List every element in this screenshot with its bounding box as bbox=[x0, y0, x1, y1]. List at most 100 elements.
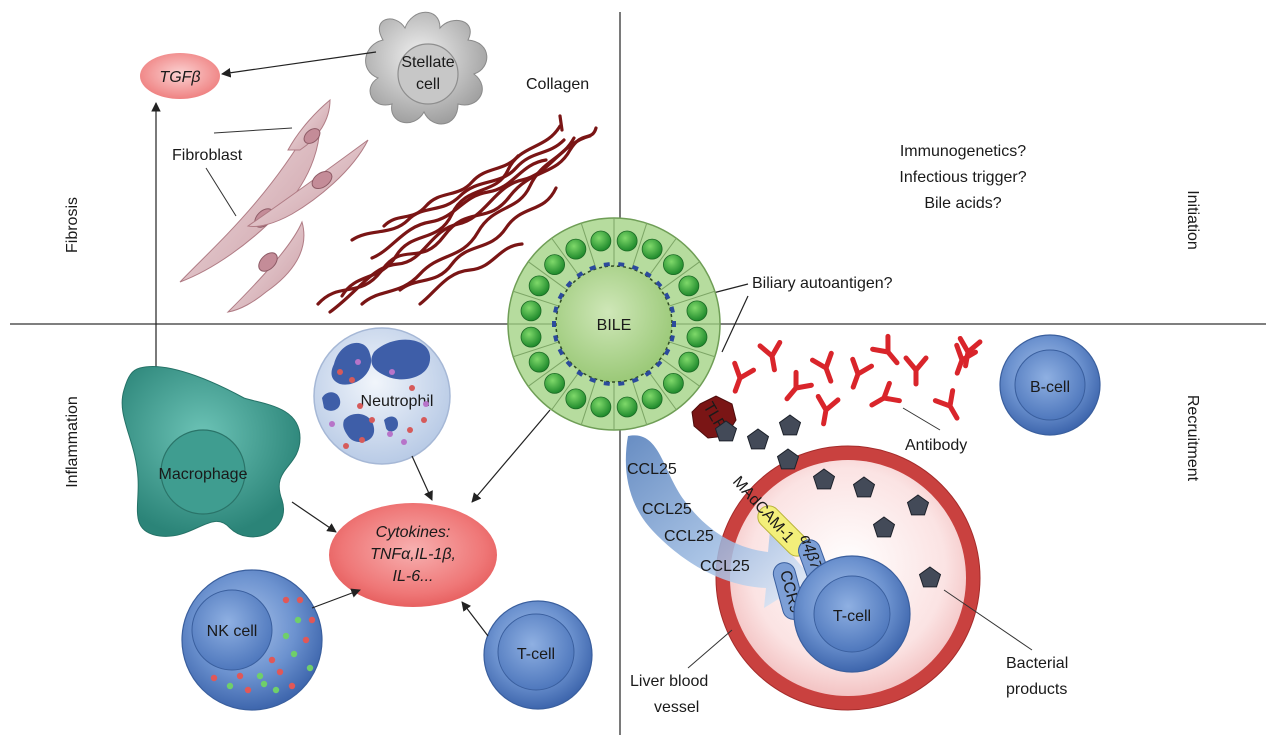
t-cell-recruitment-label: T-cell bbox=[833, 608, 871, 625]
duct-cell-border bbox=[669, 341, 715, 358]
bacterial-label-line1: Bacterial bbox=[1006, 655, 1068, 672]
granule bbox=[409, 385, 415, 391]
bacterial-label-line2: products bbox=[1006, 681, 1067, 698]
autoantigen-marker bbox=[669, 306, 675, 314]
epithelial-nucleus bbox=[616, 396, 638, 418]
antibody-label: Antibody bbox=[905, 437, 967, 454]
autoantigen-label: Biliary autoantigen? bbox=[752, 275, 893, 292]
nk-cell-label: NK cell bbox=[207, 623, 258, 640]
epithelial-nucleus bbox=[590, 230, 612, 252]
antibody bbox=[809, 350, 834, 384]
antibody bbox=[850, 356, 875, 390]
autoantigen-marker bbox=[565, 280, 573, 288]
nk-to-cytokines-arrow bbox=[311, 588, 361, 609]
autoantigen-marker bbox=[565, 360, 573, 368]
nk-granule bbox=[308, 616, 316, 624]
duct-cell-border bbox=[580, 379, 597, 425]
bacterial-pointer bbox=[943, 589, 1033, 651]
autoantigen-marker bbox=[663, 348, 671, 356]
epithelial-nucleus bbox=[662, 254, 684, 276]
antibody bbox=[870, 333, 900, 366]
vessel-pointer bbox=[687, 629, 733, 669]
antibody bbox=[932, 388, 960, 421]
autoantigen-marker bbox=[557, 348, 565, 356]
nk-granule bbox=[210, 674, 218, 682]
autoantigen-marker bbox=[603, 262, 610, 267]
tcell-to-cytokines-arrow bbox=[461, 601, 489, 637]
nk-granule bbox=[290, 650, 298, 658]
stellate-label-line1: Stellate bbox=[401, 54, 454, 71]
nk-cell: NK cell bbox=[181, 569, 323, 711]
fibroblast-cells bbox=[179, 98, 369, 313]
granule bbox=[407, 427, 413, 433]
epithelial-nucleus bbox=[641, 238, 663, 260]
quadrant-inflammation-label: Inflammation bbox=[64, 396, 81, 488]
neutrophil-label: Neutrophil bbox=[361, 393, 434, 410]
autoantigen-marker bbox=[557, 292, 565, 300]
question-infectious-trigger: Infectious trigger? bbox=[899, 169, 1026, 186]
cytokines-label-line2: TNFα,IL-1β, bbox=[370, 546, 456, 563]
antibody-shape bbox=[784, 369, 814, 402]
granule bbox=[421, 417, 427, 423]
macrophage: Macrophage bbox=[121, 366, 301, 538]
neutrophil: Neutrophil bbox=[313, 327, 451, 465]
antibody-shape bbox=[903, 355, 929, 387]
autoantigen-marker bbox=[576, 370, 584, 377]
antibody bbox=[732, 360, 757, 394]
nk-granule bbox=[236, 672, 244, 680]
epithelial-nucleus bbox=[678, 275, 700, 297]
epithelial-nucleus bbox=[528, 351, 550, 373]
antibodies bbox=[732, 333, 983, 427]
macrophage-label: Macrophage bbox=[159, 466, 248, 483]
antibody bbox=[869, 380, 902, 408]
nk-granule bbox=[306, 664, 314, 672]
quadrant-recruitment-label: Recruitment bbox=[1184, 395, 1201, 482]
duct-cell-border bbox=[647, 370, 677, 411]
nk-granule bbox=[288, 682, 296, 690]
duct-cell-border bbox=[527, 261, 568, 291]
duct-cell-border bbox=[660, 357, 701, 387]
ccl25-label-2: CCL25 bbox=[642, 501, 692, 518]
duct-cell-border bbox=[551, 237, 581, 278]
t-cell-inflammation-label: T-cell bbox=[517, 646, 555, 663]
ccl25-label-1: CCL25 bbox=[627, 461, 677, 478]
vessel-label-line1: Liver blood bbox=[630, 673, 708, 690]
duct-cell-border bbox=[631, 379, 648, 425]
t-cell-inflammation: T-cell bbox=[483, 600, 593, 710]
vessel-label-line2: vessel bbox=[654, 699, 699, 716]
bacterial-product bbox=[906, 494, 930, 516]
granule bbox=[369, 417, 375, 423]
question-immunogenetics: Immunogenetics? bbox=[900, 143, 1026, 160]
epithelial-nuclei bbox=[520, 230, 708, 418]
epithelial-nucleus bbox=[686, 300, 708, 322]
autoantigen-marker bbox=[663, 292, 671, 300]
tgf-beta: TGFβ bbox=[140, 53, 220, 99]
epithelial-nucleus bbox=[662, 372, 684, 394]
nk-granules bbox=[210, 596, 316, 694]
granule bbox=[343, 443, 349, 449]
antibody-shape bbox=[869, 380, 902, 408]
bacterial-product bbox=[778, 414, 802, 436]
bile-duct: BILE bbox=[507, 217, 721, 431]
antibody-shape bbox=[757, 339, 783, 373]
bacterial-product bbox=[776, 448, 800, 470]
duct-to-cytokines-arrow bbox=[471, 409, 551, 503]
autoantigen-marker bbox=[603, 381, 610, 386]
granule bbox=[387, 431, 393, 437]
epithelial-nucleus bbox=[590, 396, 612, 418]
granule bbox=[337, 369, 343, 375]
nk-granule bbox=[282, 596, 290, 604]
autoantigen-marker bbox=[644, 370, 652, 377]
duct-cell-border bbox=[647, 237, 677, 278]
duct-cell-border bbox=[513, 341, 559, 358]
autoantigen-marker bbox=[589, 264, 597, 271]
antibody bbox=[903, 355, 929, 387]
epithelial-nucleus bbox=[616, 230, 638, 252]
autoantigen-marker bbox=[576, 271, 584, 278]
nk-granule bbox=[276, 668, 284, 676]
antibody bbox=[957, 335, 983, 369]
stellate-label-line2: cell bbox=[416, 76, 440, 93]
autoantigen-marker bbox=[655, 280, 663, 288]
neutrophil-granules bbox=[329, 359, 429, 449]
